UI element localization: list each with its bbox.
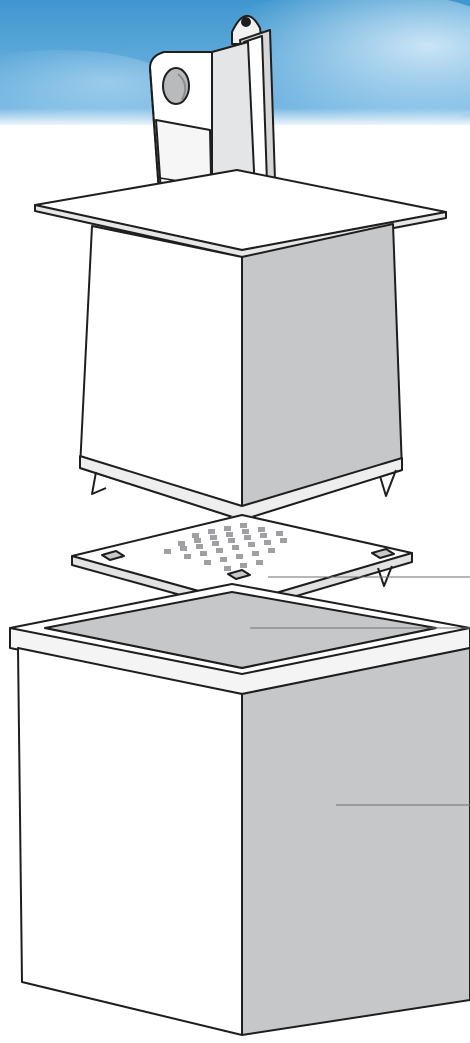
lower-box	[10, 584, 470, 1035]
upper-box	[80, 224, 402, 540]
